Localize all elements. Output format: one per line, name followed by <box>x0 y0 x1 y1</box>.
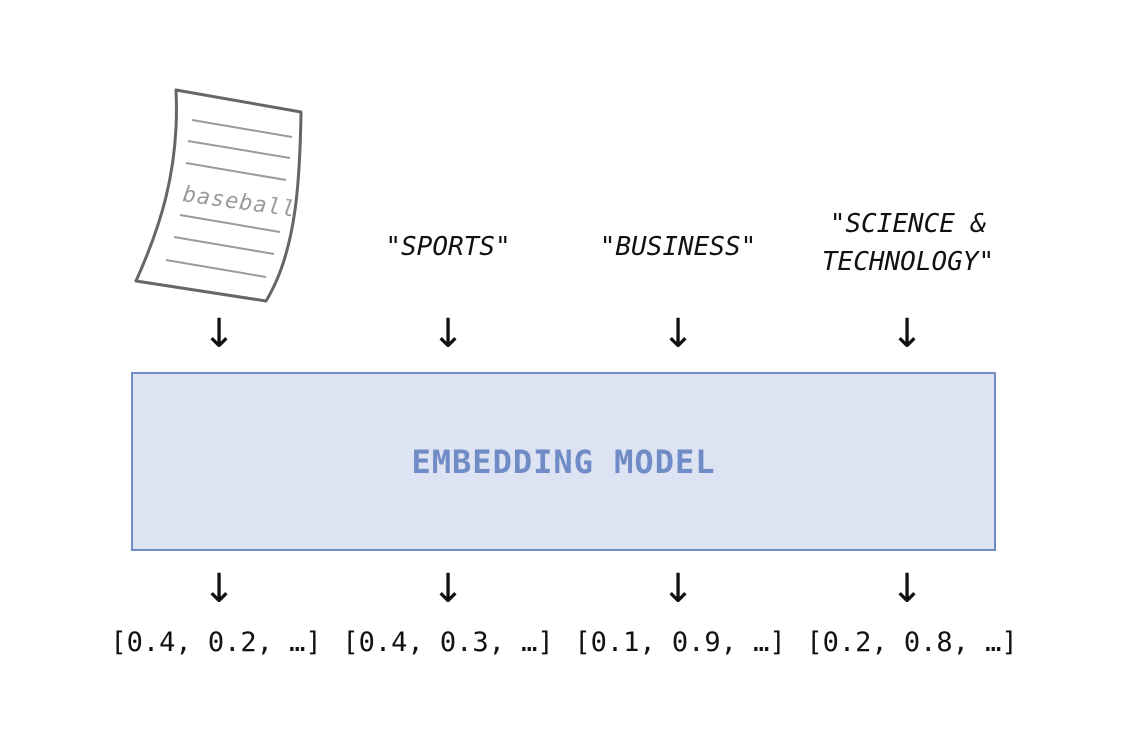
arrow-down-icon: ↓ <box>431 311 465 357</box>
output-vector-document: [0.4, 0.2, …] <box>110 627 322 658</box>
input-label-sports: "SPORTS" <box>385 232 511 262</box>
input-label-business: "BUSINESS" <box>599 232 757 262</box>
arrow-down-icon: ↓ <box>661 566 695 612</box>
arrow-down-icon: ↓ <box>890 311 924 357</box>
embedding-model-box: EMBEDDING MODEL <box>131 372 996 551</box>
arrow-down-icon: ↓ <box>202 311 236 357</box>
embedding-model-label: EMBEDDING MODEL <box>411 442 716 481</box>
document-icon: baseball <box>134 88 303 303</box>
input-label-science-technology: "SCIENCE & TECHNOLOGY" <box>821 209 995 277</box>
arrow-down-icon: ↓ <box>202 566 236 612</box>
arrow-down-icon: ↓ <box>890 566 924 612</box>
arrow-down-icon: ↓ <box>431 566 465 612</box>
output-vector-science-technology: [0.2, 0.8, …] <box>806 627 1018 658</box>
output-vector-sports: [0.4, 0.3, …] <box>342 627 554 658</box>
output-vector-business: [0.1, 0.9, …] <box>574 627 786 658</box>
arrow-down-icon: ↓ <box>661 311 695 357</box>
